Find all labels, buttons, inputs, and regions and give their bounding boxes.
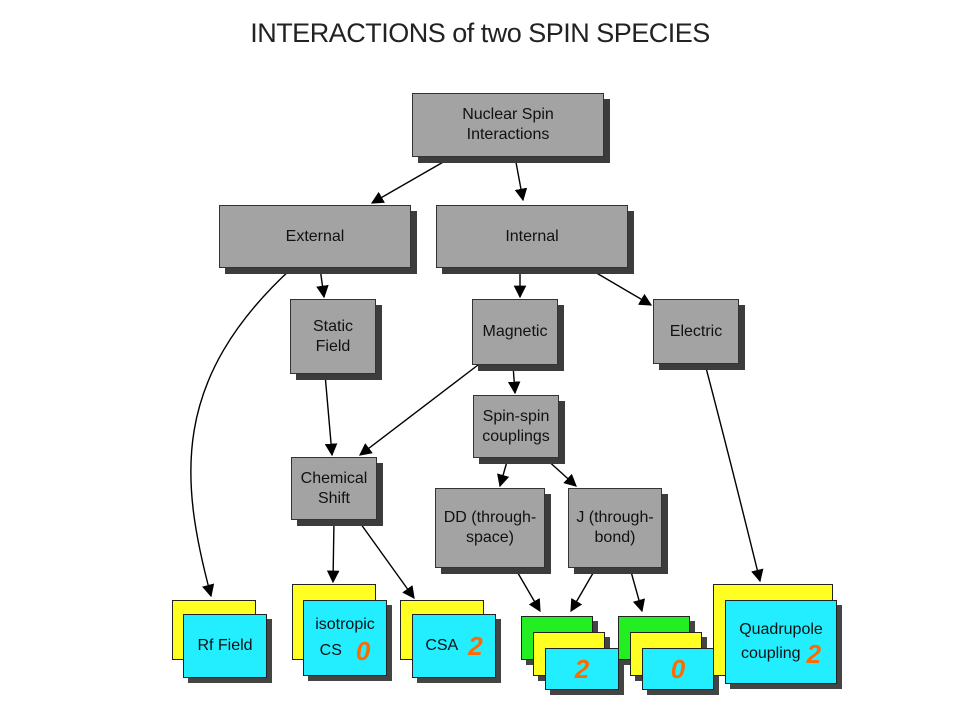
arrow-electric-quadrupole xyxy=(704,363,764,583)
arrow-j-cards-right xyxy=(629,567,646,613)
node-static-field: Static Field xyxy=(290,299,376,374)
node-electric: Electric xyxy=(653,299,739,364)
dd-cyan-card xyxy=(545,648,619,690)
arrow-spinspin-dd xyxy=(497,457,510,488)
quadrupole-card xyxy=(725,600,837,684)
quadrupole-label: Quadrupole coupling 2 xyxy=(725,600,837,684)
page-title: INTERACTIONS of two SPIN SPECIES xyxy=(250,18,710,48)
arrow-spinspin-j xyxy=(544,457,577,487)
rf-field-card xyxy=(183,614,267,678)
csa-card xyxy=(412,614,496,678)
csa-label-row: CSA 2 xyxy=(412,614,496,678)
quadrupole-line2: coupling xyxy=(740,645,801,662)
node-chemical-shift: Chemical Shift xyxy=(291,457,377,520)
csa-rank: 2 xyxy=(468,631,483,661)
arrow-chemical-csa xyxy=(357,519,415,600)
arrow-magnetic-chemical xyxy=(358,364,479,456)
node-dd-through-space: DD (through- space) xyxy=(435,488,545,568)
quadrupole-rank: 2 xyxy=(806,639,822,669)
dd-rank: 2 xyxy=(574,654,590,684)
isotropic-cs-card xyxy=(303,600,387,676)
quadrupole-line2-row: coupling 2 xyxy=(740,639,822,669)
isotropic-cs-line2-row: CS 0 xyxy=(319,636,371,666)
isotropic-cs-line1: isotropic xyxy=(315,616,375,633)
csa-label: CSA xyxy=(425,637,459,654)
arrow-static-chemical xyxy=(324,373,338,457)
dd-rank-label: 2 xyxy=(545,648,619,690)
rf-field-label: Rf Field xyxy=(197,637,253,654)
arrow-dd-cards xyxy=(514,567,541,613)
quadrupole-line1: Quadrupole xyxy=(739,621,823,638)
isotropic-cs-label: isotropic CS 0 xyxy=(303,600,387,676)
node-internal: Internal xyxy=(436,205,628,268)
arrow-external-rf xyxy=(190,267,293,598)
arrow-magnetic-spinspin xyxy=(507,364,521,395)
node-j-through-bond: J (through- bond) xyxy=(568,488,662,568)
arrow-chemical-iso xyxy=(326,519,340,584)
arrow-external-static xyxy=(316,267,329,299)
isotropic-cs-rank: 0 xyxy=(355,636,371,666)
node-nuclear-spin-interactions: Nuclear Spin Interactions xyxy=(412,93,604,157)
arrow-internal-electric xyxy=(587,267,653,306)
arrow-nuclear-internal xyxy=(514,156,528,202)
j-rank-label: 0 xyxy=(642,648,714,690)
arrow-j-cards-left xyxy=(570,567,597,613)
node-external: External xyxy=(219,205,411,268)
j-rank: 0 xyxy=(670,654,686,684)
node-magnetic: Magnetic xyxy=(472,299,558,365)
node-spin-spin-couplings: Spin-spin couplings xyxy=(473,395,559,458)
isotropic-cs-line2: CS xyxy=(319,642,342,659)
arrow-nuclear-external xyxy=(370,156,453,204)
